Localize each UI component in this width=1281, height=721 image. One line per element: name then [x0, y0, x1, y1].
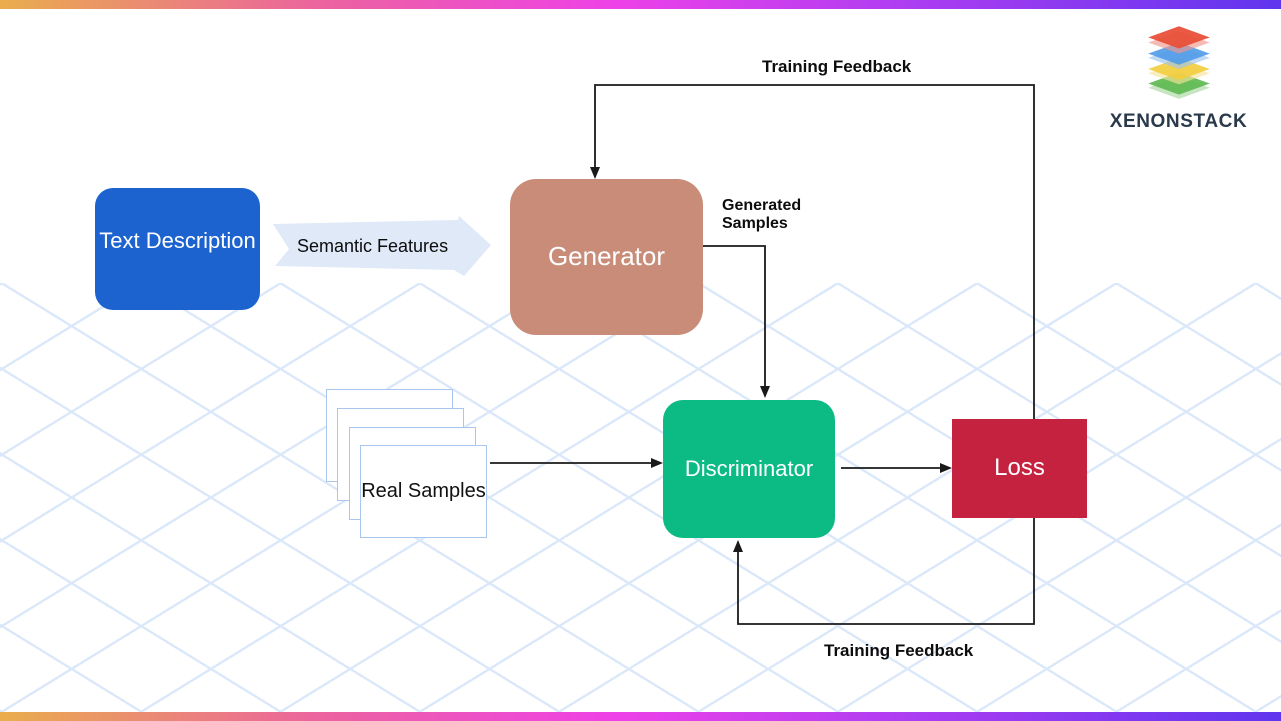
bottom-gradient-bar [0, 712, 1281, 721]
semantic-features-label: Semantic Features [297, 236, 449, 256]
generated-samples-label: Generated Samples [722, 197, 802, 233]
training-feedback-top-label: Training Feedback [762, 57, 912, 76]
brand-logo: XENONSTACK [1096, 22, 1261, 133]
node-text-description: Text Description [95, 188, 260, 310]
edge-training-feedback-bottom [733, 518, 1035, 625]
edge-training-feedback-top [590, 84, 1035, 419]
top-gradient-bar [0, 0, 1281, 9]
node-generator: Generator [510, 179, 703, 335]
edge-generated-samples [703, 245, 770, 398]
node-loss: Loss [952, 419, 1087, 518]
brand-name: XENONSTACK [1109, 111, 1248, 132]
semantic-features-arrow-icon [273, 216, 491, 276]
xenonstack-logo-icon [1147, 26, 1210, 99]
node-real-samples: Real Samples [360, 445, 487, 538]
training-feedback-bottom-label: Training Feedback [824, 641, 974, 660]
node-discriminator: Discriminator [663, 400, 835, 538]
